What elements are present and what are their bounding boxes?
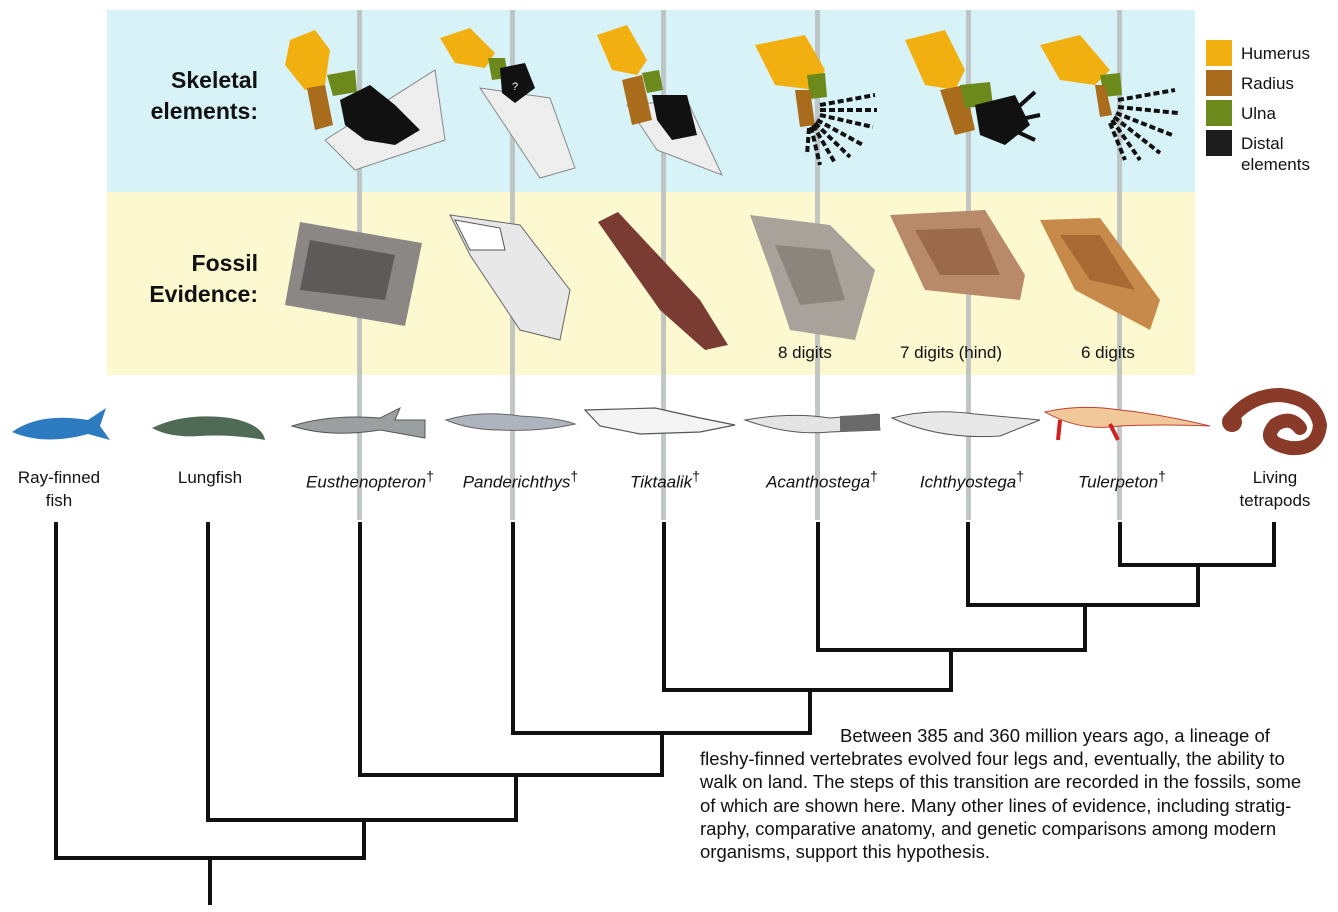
taxon-name: Ray-finned fish (18, 468, 100, 510)
animal-tulerpeton (1045, 407, 1210, 440)
taxon-name: Tulerpeton (1078, 473, 1158, 492)
animal-ray-finned-fish (12, 408, 110, 440)
digits-tulerpeton: 6 digits (1081, 343, 1135, 363)
taxon-name: Lungfish (178, 468, 242, 487)
taxon-name: Tiktaalik (630, 473, 692, 492)
taxon-name: Panderichthys (463, 473, 571, 492)
legend-swatch-humerus (1206, 40, 1232, 66)
skeleton-eusthenopteron (285, 30, 445, 170)
legend-swatch-ulna (1206, 100, 1232, 126)
fossil-eusthenopteron (285, 222, 422, 326)
extinct-dagger: † (1016, 469, 1024, 485)
taxon-name: Living tetrapods (1240, 468, 1311, 510)
digits-acanthostega: 8 digits (778, 343, 832, 363)
skeleton-ichthyostega (905, 30, 1040, 145)
skeleton-panderichthys: ? (440, 28, 575, 178)
taxon-name: Eusthenopteron (306, 473, 426, 492)
taxon-tulerpeton: Tulerpeton† (1066, 466, 1178, 494)
legend-label-ulna: Ulna (1241, 103, 1276, 124)
fossil-tiktaalik (598, 212, 728, 350)
extinct-dagger: † (426, 469, 434, 485)
taxon-tiktaalik: Tiktaalik† (610, 466, 720, 494)
caption-text: Between 385 and 360 million years ago, a… (700, 724, 1320, 863)
extinct-dagger: † (570, 469, 578, 485)
legend-label-radius: Radius (1241, 73, 1294, 94)
fossil-acanthostega (750, 215, 875, 340)
animal-living-tetrapod (1222, 395, 1320, 448)
skeleton-tulerpeton (1040, 35, 1178, 160)
taxon-ray-finned-fish: Ray-finned fish (4, 466, 114, 512)
taxon-name: Ichthyostega (920, 473, 1016, 492)
legend-label-humerus: Humerus (1241, 43, 1310, 64)
taxon-eusthenopteron: Eusthenopteron† (290, 466, 450, 494)
fossil-tulerpeton (1040, 218, 1160, 330)
animal-eusthenopteron (292, 408, 425, 438)
legend-swatch-radius (1206, 70, 1232, 96)
animal-acanthostega (745, 414, 880, 433)
extinct-dagger: † (692, 469, 700, 485)
legend-label-distal: Distal elements (1241, 133, 1331, 175)
animal-lungfish (152, 416, 265, 440)
taxon-panderichthys: Panderichthys† (448, 466, 593, 494)
taxon-living-tetrapods: Living tetrapods (1228, 466, 1322, 512)
fossil-ichthyostega (890, 210, 1025, 300)
legend-swatch-distal (1206, 130, 1232, 156)
skeleton-acanthostega (755, 35, 877, 165)
digits-ichthyostega: 7 digits (hind) (900, 343, 1002, 363)
animal-panderichthys (446, 414, 575, 431)
extinct-dagger: † (1158, 469, 1166, 485)
taxon-lungfish: Lungfish (160, 466, 260, 489)
fossil-panderichthys (450, 215, 570, 340)
skeleton-tiktaalik (597, 25, 722, 175)
taxon-acanthostega: Acanthostega† (752, 466, 892, 494)
svg-text:?: ? (512, 81, 518, 93)
taxon-ichthyostega: Ichthyostega† (906, 466, 1038, 494)
animal-ichthyostega (892, 412, 1040, 437)
animal-tiktaalik (585, 408, 735, 434)
extinct-dagger: † (870, 469, 878, 485)
taxon-name: Acanthostega (766, 473, 870, 492)
